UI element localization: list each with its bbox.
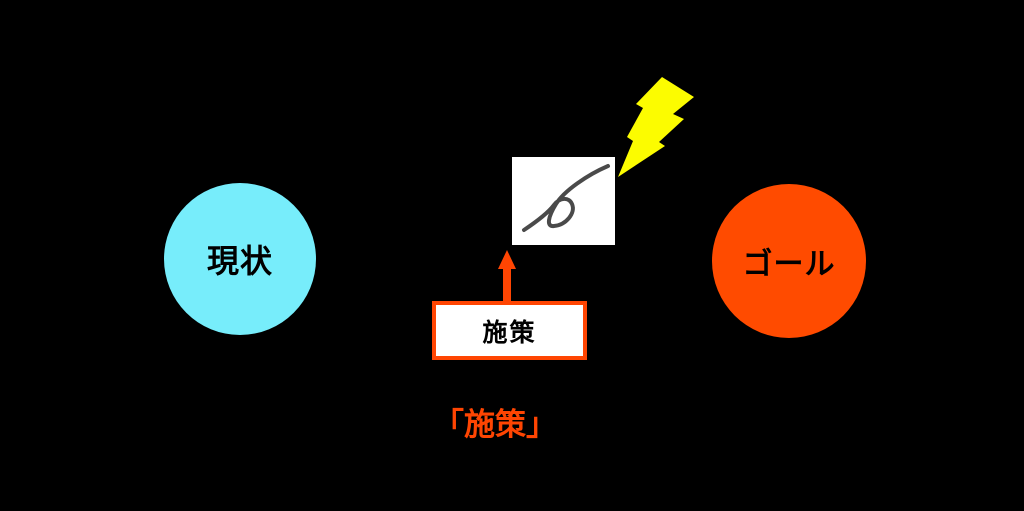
scribble-stroke	[522, 164, 610, 232]
scribble-box	[512, 157, 615, 245]
up-arrow-icon	[498, 250, 516, 301]
measure-box: 施策	[432, 301, 587, 360]
lightning-icon	[618, 77, 694, 177]
goal-label: ゴール	[742, 248, 836, 281]
goal-circle: ゴール	[712, 184, 866, 338]
caption-text: 「施策」	[433, 407, 557, 442]
scribble-icon	[522, 164, 610, 232]
measure-box-label: 施策	[482, 318, 537, 347]
current-state-circle: 現状	[164, 183, 316, 335]
current-state-label: 現状	[206, 243, 273, 279]
